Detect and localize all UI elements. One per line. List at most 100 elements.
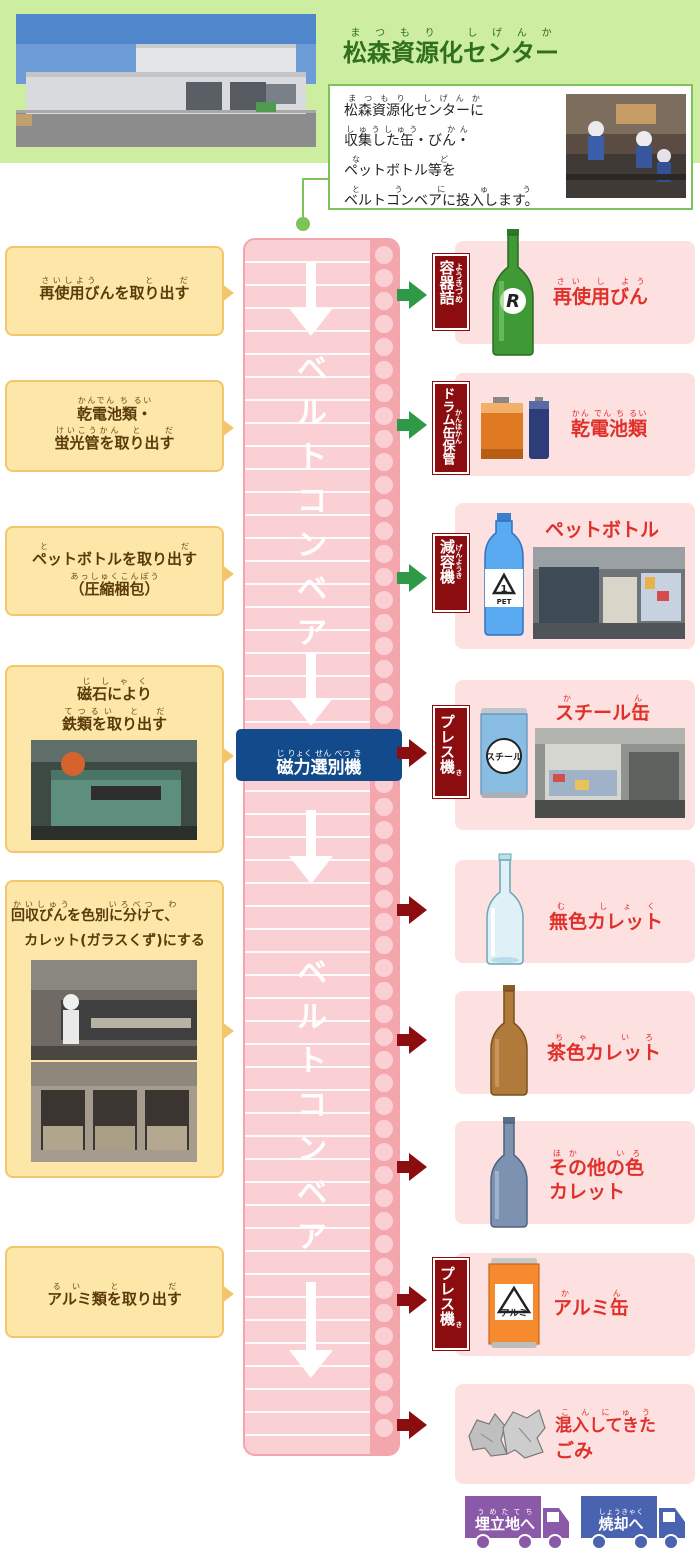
- belt-roller: [375, 982, 393, 1000]
- step-reuse-bottles: 再使用びんを取り出すさいしよう と だ: [5, 246, 234, 336]
- belt-roller: [375, 1258, 393, 1276]
- crumpled-trash-icon: [467, 1406, 547, 1468]
- intro-text: 松森資源化センターにまつもり しげんか 収集した缶・びん・しゅうしゅう かん ペ…: [344, 94, 539, 209]
- belt-roller: [375, 453, 393, 471]
- conveyor-label: ベルトコンベア: [297, 956, 327, 1255]
- svg-text:アルミ: アルミ: [501, 1308, 528, 1319]
- output-arrow-icon: [397, 1153, 427, 1181]
- connector-line: [302, 178, 304, 222]
- output-arrow-icon: [397, 281, 427, 309]
- clear-bottle-icon: [485, 852, 525, 970]
- belt-roller: [375, 706, 393, 724]
- belt-roller: [375, 1097, 393, 1115]
- intro-box: 松森資源化センターにまつもり しげんか 収集した缶・びん・しゅうしゅう かん ペ…: [328, 84, 693, 210]
- belt-roller: [375, 499, 393, 517]
- battery-icon: [479, 397, 553, 465]
- belt-roller: [375, 1235, 393, 1253]
- belt-roller: [375, 1166, 393, 1184]
- belt-roller: [375, 315, 393, 333]
- magnet-machine-photo: [31, 740, 197, 840]
- belt-roller: [375, 246, 393, 264]
- belt-roller: [375, 1051, 393, 1069]
- truck-icon: [581, 1496, 685, 1550]
- belt-roller: [375, 913, 393, 931]
- belt-roller: [375, 1281, 393, 1299]
- belt-roller: [375, 844, 393, 862]
- brown-bottle-icon: [489, 983, 529, 1101]
- output-reuse-bottle: R 再使用びんさい し よう: [455, 229, 695, 356]
- output-arrow-icon: [397, 564, 427, 592]
- aluminum-can-icon: アルミ: [487, 1258, 541, 1354]
- belt-roller: [375, 1350, 393, 1368]
- belt-roller: [375, 798, 393, 816]
- step-batteries: 乾電池類・かんでん ち るい 蛍光管を取り出すけいこうかん と だ: [5, 380, 234, 472]
- belt-roller: [375, 867, 393, 885]
- belt-roller: [375, 1074, 393, 1092]
- output-arrow-icon: [397, 739, 427, 767]
- belt-roller: [375, 361, 393, 379]
- output-steel-can: スチール スチール缶かん: [455, 680, 695, 830]
- belt-roller: [375, 407, 393, 425]
- output-arrow-icon: [397, 896, 427, 924]
- tag-volume-reducer: 減容機 げんようき: [432, 533, 470, 613]
- belt-roller: [375, 1327, 393, 1345]
- steel-can-icon: スチール: [479, 708, 529, 804]
- belt-roller: [375, 269, 393, 287]
- svg-text:R: R: [506, 291, 520, 312]
- output-arrow-icon: [397, 411, 427, 439]
- belt-roller: [375, 338, 393, 356]
- sorting-photo: [566, 94, 686, 198]
- belt-roller: [375, 591, 393, 609]
- belt-conveyor: ベルトコンベア ベルトコンベア: [243, 238, 400, 1456]
- belt-roller: [375, 1028, 393, 1046]
- belt-roller: [375, 821, 393, 839]
- output-mixed-trash: 混入してきたこんにゅう ごみ: [455, 1384, 695, 1484]
- cullet-bunker-photo: [31, 1062, 197, 1162]
- belt-roller: [375, 568, 393, 586]
- belt-roller: [375, 384, 393, 402]
- belt-roller: [375, 476, 393, 494]
- belt-roller: [375, 1120, 393, 1138]
- compactor-photo: [533, 547, 685, 639]
- output-arrow-icon: [397, 1026, 427, 1054]
- down-arrow-icon: [289, 810, 333, 888]
- sorting-line-photo: [31, 960, 197, 1060]
- step-aluminum: アルミ類を取り出するい と だ: [5, 1246, 234, 1338]
- belt-roller: [375, 637, 393, 655]
- tag-press-steel: プレス機 き: [432, 705, 470, 799]
- svg-text:1: 1: [501, 584, 508, 595]
- truck-incineration: 焼却へしょうきゃく: [581, 1494, 685, 1550]
- step-pet-bottles: ペットボトルを取り出すと だ （圧縮梱包）あっしゅくこんぽう: [5, 526, 234, 616]
- tag-press-aluminum: プレス機 き: [432, 1257, 470, 1351]
- output-other-cullet: その他の色ほか いろ カレット: [455, 1117, 695, 1228]
- belt-roller: [375, 936, 393, 954]
- step-cullet: 回収びんを色別に分けて、かいしゅう いろべつ わ カレット(ガラスくず)にする: [5, 880, 234, 1178]
- output-brown-cullet: 茶色カレットちゃ いろ: [455, 985, 695, 1096]
- output-arrow-icon: [397, 1411, 427, 1439]
- belt-roller: [375, 1212, 393, 1230]
- belt-roller: [375, 660, 393, 678]
- page-title: 松森資源化センターまつもり しげんか: [343, 28, 559, 67]
- conveyor-label: ベルトコンベア: [297, 352, 327, 651]
- belt-roller: [375, 1005, 393, 1023]
- press-machine-photo: [535, 728, 685, 818]
- down-arrow-icon: [289, 652, 333, 730]
- facility-photo: [16, 14, 316, 147]
- belt-roller: [375, 522, 393, 540]
- belt-roller: [375, 1396, 393, 1414]
- blue-bottle-icon: [489, 1115, 529, 1233]
- belt-roller: [375, 614, 393, 632]
- belt-roller: [375, 1189, 393, 1207]
- belt-roller: [375, 1143, 393, 1161]
- svg-text:スチール: スチール: [486, 752, 522, 763]
- output-clear-cullet: 無色カレットむ しょく: [455, 853, 695, 965]
- belt-roller: [375, 683, 393, 701]
- output-batteries: 乾電池類かん でん ち るい: [455, 373, 695, 476]
- truck-landfill: 埋立地へうめたてち: [465, 1494, 569, 1550]
- svg-text:PET: PET: [497, 598, 512, 606]
- connector-line: [302, 178, 330, 180]
- connector-dot: [296, 217, 310, 231]
- tag-drum-storage: ドラム缶保管 かんほかん: [432, 381, 470, 475]
- belt-roller: [375, 959, 393, 977]
